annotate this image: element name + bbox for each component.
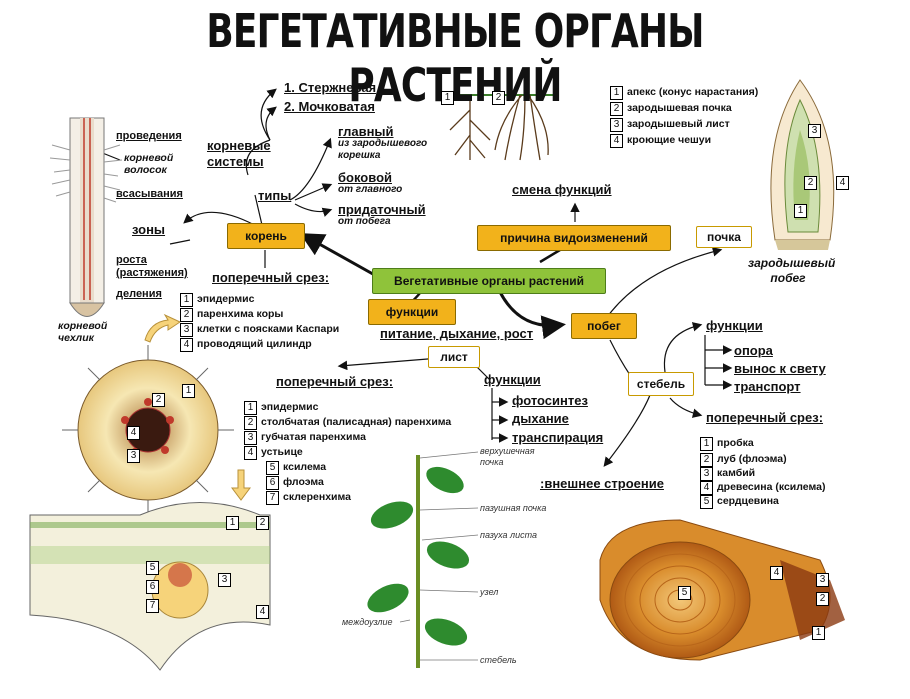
connector-shoot (498, 291, 566, 340)
leaf-function-2: дыхание (512, 411, 569, 426)
leaf-tag-2: 2 (256, 516, 269, 530)
root-type-adventitious-note: от побега (338, 216, 391, 227)
plant-label-apical-bud: верхушечная почка (480, 446, 535, 467)
leaf-tag-3: 3 (218, 573, 231, 587)
stem-log-drawing (599, 519, 845, 661)
root-zone-conduction: проведения (116, 130, 182, 142)
shoot-box: побег (571, 313, 637, 339)
root-type-main-note: из зародышевого корешка (338, 138, 428, 161)
root-hair-label: корневой волосок (124, 152, 174, 176)
root-zone-absorption: всасывания (116, 188, 183, 200)
connector-root (299, 233, 381, 280)
bud-caption: зародышевый побег (748, 256, 836, 285)
plant-label-stem: стебель (480, 655, 517, 665)
root-type-lateral: боковой (338, 170, 392, 185)
leaf-tag-1: 1 (226, 516, 239, 530)
bud-tag-2: 2 (804, 176, 817, 190)
center-box: Вегетативные органы растений (372, 268, 606, 294)
reason-result: смена функций (512, 182, 612, 197)
log-tag-3: 3 (816, 573, 829, 587)
leaf-box: лист (428, 346, 480, 368)
log-tag-5: 5 (678, 586, 691, 600)
root-section-tag-2: 2 (152, 393, 165, 407)
bud-box: почка (696, 226, 752, 248)
root-systems-tag-2: 2 (492, 91, 505, 105)
bud-tag-1: 1 (794, 204, 807, 218)
root-systems-label: корневые системы (207, 138, 271, 169)
root-cap-label: корневой чехлик (58, 320, 108, 344)
stem-section-label: поперечный срез: (706, 410, 824, 425)
root-section-tag-3: 3 (127, 449, 140, 463)
stem-box: стебель (628, 372, 694, 396)
leaf-tag-7: 7 (146, 599, 159, 613)
plant-label-leaf-axil: пазуха листа (480, 530, 538, 540)
bud-tag-4: 4 (836, 176, 849, 190)
stem-function-3: транспорт (734, 379, 801, 394)
root-box: корень (227, 223, 305, 249)
leaf-function-1: фотосинтез (512, 393, 588, 408)
leaf-tag-6: 6 (146, 580, 159, 594)
root-longitudinal-drawing (49, 117, 123, 317)
plant-drawing (367, 451, 479, 668)
functions-box: функции (368, 299, 456, 325)
root-zone-division: деления (116, 288, 162, 300)
leaf-section-label: поперечный срез: (276, 374, 394, 389)
stem-functions-label: функции (706, 318, 763, 333)
stem-function-1: опора (734, 343, 773, 358)
leaf-tag-4: 4 (256, 605, 269, 619)
root-type-adventitious: придаточный (338, 202, 426, 217)
page-title: ВЕГЕТАТИВНЫЕ ОРГАНЫ РАСТЕНИЙ (206, 4, 704, 112)
functions-text: питание, дыхание, рост (380, 326, 534, 341)
log-tag-4: 4 (770, 566, 783, 580)
root-type-main: главный (338, 124, 394, 139)
root-system-2: 2. Мочковатая (284, 99, 375, 114)
root-zones-label: зоны (132, 222, 166, 237)
bud-tag-3: 3 (808, 124, 821, 138)
root-systems-tag-1: 1 (441, 91, 454, 105)
leaf-tag-5: 5 (146, 561, 159, 575)
root-section-tag-1: 1 (182, 384, 195, 398)
root-section-label: поперечный срез: (212, 270, 330, 285)
root-types-label: типы (258, 188, 292, 203)
log-tag-1: 1 (812, 626, 825, 640)
root-zone-growth: роста (растяжения) (116, 254, 188, 279)
log-tag-2: 2 (816, 592, 829, 606)
root-type-lateral-note: от главного (338, 184, 403, 195)
plant-label-node: узел (480, 587, 499, 597)
reason-box: причина видоизменений (477, 225, 671, 251)
plant-label-internode: междоузлие (342, 617, 393, 627)
leaf-functions-label: функции (484, 372, 541, 387)
root-system-1: 1. Стержневая (284, 80, 377, 95)
root-section-tag-4: 4 (127, 426, 140, 440)
plant-label-axillary-bud: пазушная почка (480, 503, 547, 513)
leaf-function-3: транспирация (512, 430, 604, 445)
stem-function-2: вынос к свету (734, 361, 826, 376)
shoot-external-label: :внешнее строение (540, 476, 664, 491)
